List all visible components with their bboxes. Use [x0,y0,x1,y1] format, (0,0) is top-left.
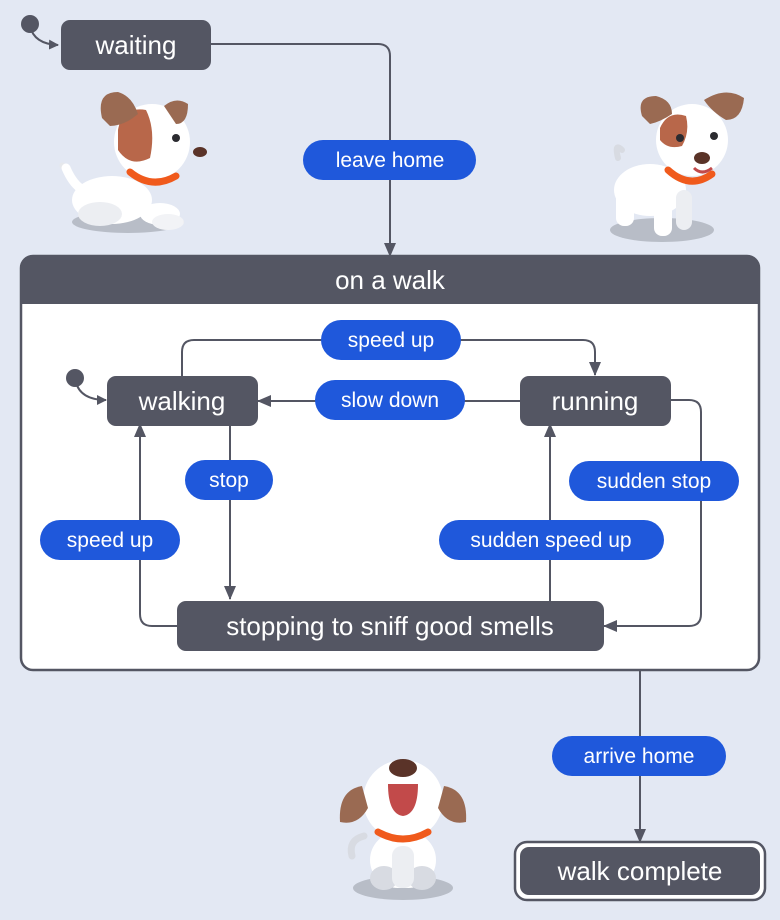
speed-up-left-text: speed up [67,529,153,552]
dog-sitting-left-icon [59,92,207,233]
slow-down-text: slow down [341,389,439,412]
dog-standing-right-icon [610,92,744,242]
state-walking[interactable]: walking [107,376,258,426]
state-running[interactable]: running [520,376,671,426]
sudden-speed-up-text: sudden speed up [470,529,631,552]
transition-label-sudden-stop[interactable]: sudden stop [569,461,739,501]
transition-label-sudden-speed-up[interactable]: sudden speed up [439,520,664,560]
transition-label-speed-up-left[interactable]: speed up [40,520,180,560]
transition-label-speed-up-top[interactable]: speed up [321,320,461,360]
state-walk-complete-label: walk complete [557,856,723,886]
state-waiting-label: waiting [95,30,177,60]
composite-state-title: on a walk [335,265,446,295]
edge-sudden-stop [603,399,702,632]
stop-text: stop [209,469,249,492]
composite-state-on-a-walk: on a walk [19,254,761,672]
edge-speed-up-left [134,423,177,627]
state-walking-label: walking [138,386,226,416]
leave-home-text: leave home [336,149,445,172]
transition-label-stop[interactable]: stop [185,460,273,500]
state-waiting[interactable]: waiting [61,20,211,70]
initial-state-dot-inner [66,369,84,387]
transition-label-arrive-home[interactable]: arrive home [552,736,726,776]
state-sniffing[interactable]: stopping to sniff good smells [177,601,604,651]
edge-leave-home [211,43,396,257]
initial-state-dot [21,15,39,33]
transition-label-leave-home[interactable]: leave home [303,140,476,180]
state-walk-complete[interactable]: walk complete [513,840,767,902]
state-running-label: running [552,386,639,416]
speed-up-top-text: speed up [348,329,434,352]
sudden-stop-text: sudden stop [597,470,711,493]
dog-howling-icon [339,759,467,900]
state-sniffing-label: stopping to sniff good smells [226,611,554,641]
arrive-home-text: arrive home [584,745,695,768]
transition-label-slow-down[interactable]: slow down [315,380,465,420]
